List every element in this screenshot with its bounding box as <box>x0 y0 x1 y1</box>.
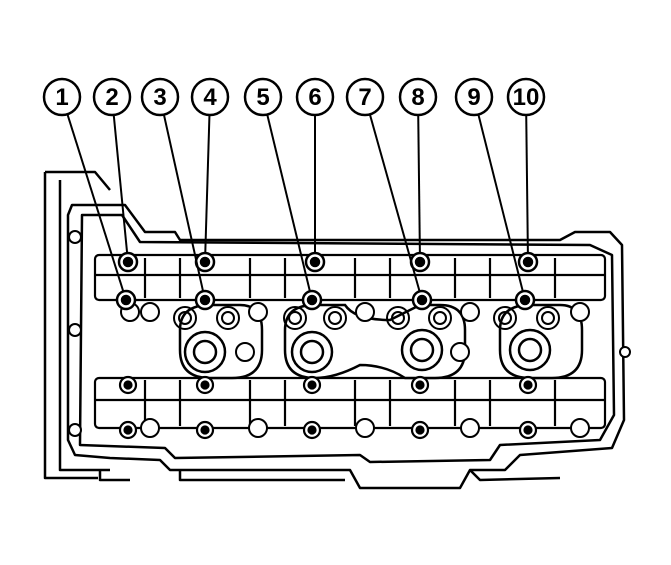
valve-springs <box>173 306 560 330</box>
spark-plug-holes <box>183 328 552 374</box>
callout-number: 8 <box>411 84 424 111</box>
head-bolt-2 <box>117 251 139 273</box>
leader-line-4 <box>204 114 211 254</box>
lower-bolt <box>302 420 322 440</box>
lower-bolt <box>518 420 538 440</box>
cylinder-head-outline <box>43 170 626 490</box>
callout-circle <box>454 77 494 117</box>
callout-8: 8 <box>398 77 438 117</box>
head-bolt-3 <box>194 289 216 311</box>
callout-6: 6 <box>295 77 335 117</box>
callout-circle <box>92 77 132 117</box>
lower-bolt <box>302 375 322 395</box>
callout-number: 4 <box>203 84 217 111</box>
head-bolt-9 <box>514 289 536 311</box>
leader-line-3 <box>162 114 205 292</box>
callout-number: 10 <box>513 84 540 111</box>
callout-leaders <box>66 113 529 292</box>
head-bolt-6 <box>304 251 326 273</box>
cam-bearing-bores <box>68 230 631 438</box>
callout-number: 5 <box>256 84 269 111</box>
callout-circle <box>398 77 438 117</box>
callout-number: 2 <box>105 84 118 111</box>
leader-line-7 <box>368 114 421 292</box>
callout-number: 3 <box>153 84 166 111</box>
leader-line-2 <box>112 114 129 254</box>
leader-line-9 <box>477 114 524 292</box>
lower-bolt <box>118 375 138 395</box>
callout-4: 4 <box>190 77 230 117</box>
callout-circle <box>190 77 230 117</box>
callout-circle <box>243 77 283 117</box>
leader-line-1 <box>66 113 125 292</box>
callout-number: 7 <box>358 84 371 111</box>
callout-circle <box>506 77 546 117</box>
leader-line-10 <box>525 114 529 254</box>
lower-bolt <box>118 420 138 440</box>
callout-circle <box>295 77 335 117</box>
lower-bolt <box>410 420 430 440</box>
head-bolt-5 <box>301 289 323 311</box>
lower-bolt <box>518 375 538 395</box>
callout-number: 1 <box>55 84 68 111</box>
callout-3: 3 <box>140 77 180 117</box>
callout-1: 1 <box>42 77 82 117</box>
callout-circle <box>140 77 180 117</box>
callouts: 1 2 3 4 5 6 7 8 9 10 <box>42 77 546 117</box>
callout-7: 7 <box>345 77 385 117</box>
leader-line-5 <box>266 114 311 292</box>
callout-2: 2 <box>92 77 132 117</box>
callout-9: 9 <box>454 77 494 117</box>
callout-5: 5 <box>243 77 283 117</box>
head-bolt-10 <box>517 251 539 273</box>
callout-circle <box>42 77 82 117</box>
lower-bolt <box>410 375 430 395</box>
callout-number: 6 <box>308 84 321 111</box>
head-bolt-1 <box>115 289 137 311</box>
camshaft-rails <box>93 253 607 430</box>
callout-10: 10 <box>506 77 546 117</box>
head-bolt-8 <box>409 251 431 273</box>
leader-line-8 <box>417 114 421 254</box>
head-bolts <box>115 251 539 311</box>
lower-bolt <box>195 375 215 395</box>
callout-number: 9 <box>467 84 480 111</box>
callout-circle <box>345 77 385 117</box>
lower-bolt <box>195 420 215 440</box>
head-bolt-7 <box>411 289 433 311</box>
head-bolt-4 <box>194 251 216 273</box>
head-bolts-lower <box>118 375 538 440</box>
